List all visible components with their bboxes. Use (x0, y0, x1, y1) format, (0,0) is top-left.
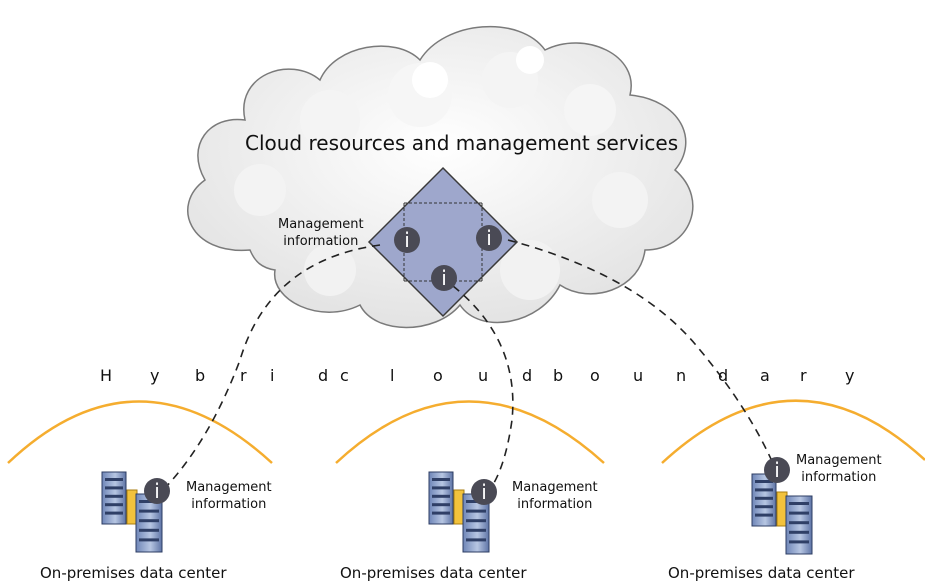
boundary-letter: u (478, 366, 489, 385)
server-tower (428, 471, 454, 525)
info-glyph: i (441, 266, 447, 290)
datacenter-2-label: On-premises data center (340, 564, 527, 582)
boundary-letter: H (100, 366, 113, 385)
info-icon: i (431, 265, 457, 291)
info-icon: i (471, 479, 497, 505)
datacenter-1-label: On-premises data center (40, 564, 227, 582)
connector-line-1 (164, 244, 381, 489)
datacenter-2-boundary-arc (335, 400, 605, 464)
boundary-letter: u (633, 366, 644, 385)
info-icon: i (144, 478, 170, 504)
connector-line-3 (507, 239, 776, 469)
server-tower (785, 495, 813, 555)
datacenter-1-management-label: Management information (186, 480, 272, 512)
info-glyph: i (486, 226, 492, 250)
boundary-letter: n (676, 366, 687, 385)
datacenter-3-management-label: Management information (796, 453, 882, 485)
boundary-letter: y (845, 366, 855, 385)
info-glyph: i (404, 228, 410, 252)
server-tower (751, 473, 777, 527)
boundary-letter: o (590, 366, 600, 385)
info-glyph: i (774, 458, 780, 482)
boundary-letter: y (150, 366, 160, 385)
info-icon: i (394, 227, 420, 253)
server-tower (135, 493, 163, 553)
boundary-letter: i (270, 366, 275, 385)
info-icon: i (764, 457, 790, 483)
boundary-letter: a (760, 366, 770, 385)
boundary-letter: d (522, 366, 533, 385)
boundary-letter: l (390, 366, 395, 385)
boundary-letter: r (240, 366, 247, 385)
boundary-letter: b (195, 366, 206, 385)
datacenter-2-management-label: Management information (512, 480, 598, 512)
cloud-management-label: Management information (278, 217, 364, 249)
datacenter-1-boundary-arc (7, 400, 273, 464)
boundary-letter: c (340, 366, 349, 385)
boundary-letter: b (553, 366, 564, 385)
cloud-title: Cloud resources and management services (245, 131, 679, 155)
boundary-letter: d (718, 366, 729, 385)
boundary-letter: o (433, 366, 443, 385)
datacenter-3-boundary-arc (661, 399, 925, 464)
info-glyph: i (481, 480, 487, 504)
info-glyph: i (154, 479, 160, 503)
management-services-diamond (367, 166, 519, 318)
boundary-letter: r (800, 366, 807, 385)
datacenter-3-servers-icon (751, 473, 813, 555)
boundary-letter: d (318, 366, 329, 385)
connector-line-2 (452, 285, 514, 493)
datacenter-3-label: On-premises data center (668, 564, 855, 582)
datacenter-1-servers-icon (101, 471, 163, 553)
server-tower (101, 471, 127, 525)
info-icon: i (476, 225, 502, 251)
